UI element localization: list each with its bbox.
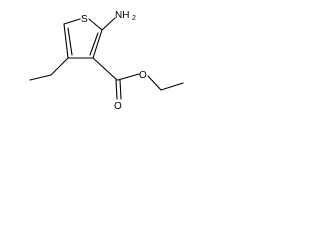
sulfur-atom-label: S	[81, 14, 88, 25]
bond-ch2-ch3	[29, 74, 52, 81]
bond-c5-s	[63, 18, 81, 25]
bond-ester-ch2-ch3	[160, 82, 184, 91]
bond-c4-c5	[63, 23, 69, 59]
molecule-structure: S NH 2 O O	[29, 10, 184, 112]
ester-oxygen-label: O	[139, 70, 147, 81]
bond-o-ch2	[147, 75, 162, 91]
bond-c2-c3	[92, 29, 103, 59]
amine-label: NH	[115, 10, 129, 21]
amine-h-count: 2	[132, 15, 136, 22]
carbonyl-oxygen-label: O	[114, 101, 122, 112]
thiophene-ring	[63, 18, 103, 59]
ester-group	[92, 57, 184, 100]
bond-c3-carbonyl-c	[92, 57, 118, 81]
bond-c2-c3-double	[89, 32, 99, 56]
bond-carbonyl-c-o	[117, 73, 140, 81]
ethyl-group-ring	[29, 57, 69, 81]
bond-c4-ch2	[50, 57, 69, 76]
bond-c2-n	[101, 17, 116, 31]
bond-s-c2	[88, 18, 103, 31]
bond-c4-c5-double	[67, 27, 73, 56]
bond-carbonyl-double-1	[115, 79, 118, 100]
bond-carbonyl-double-2	[119, 79, 122, 100]
